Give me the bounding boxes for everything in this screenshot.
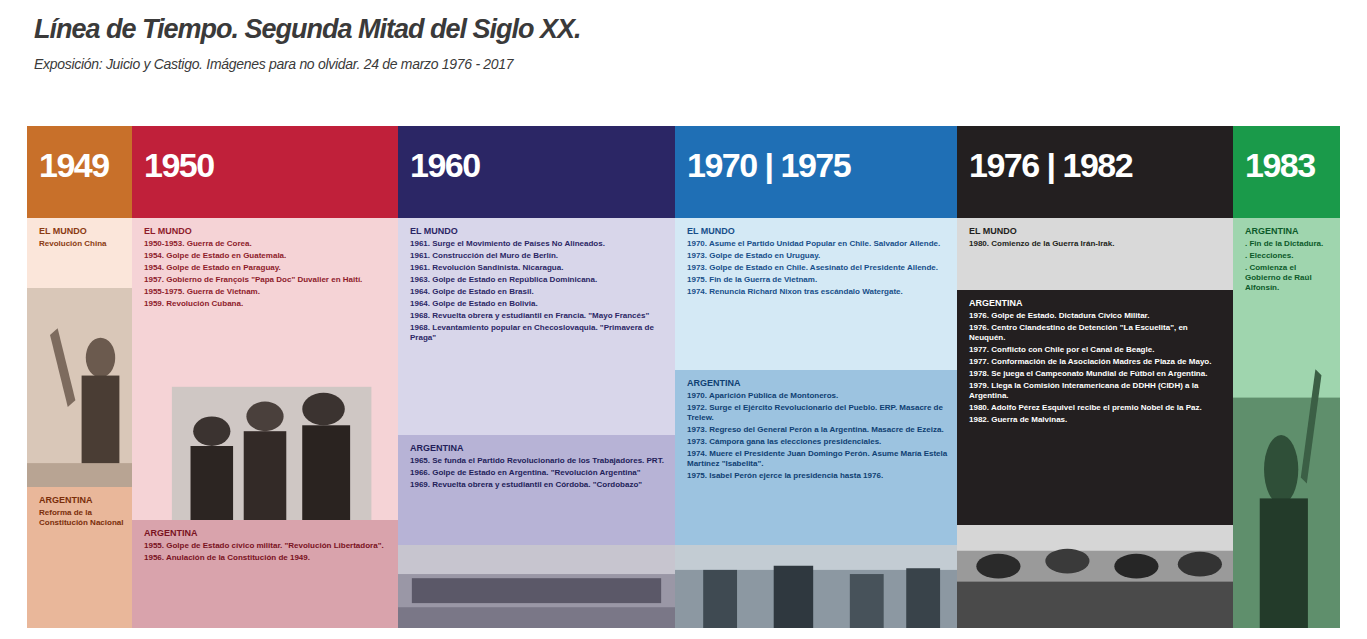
event-item: 1973. Cámpora gana las elecciones presid… (687, 437, 949, 447)
events-section: EL MUNDO Revolución China (27, 218, 132, 288)
event-item: 1968. Revuelta obrera y estudiantil en F… (410, 311, 667, 321)
event-item: 1973. Golpe de Estado en Uruguay. (687, 251, 949, 261)
period-column: 1970 | 1975 EL MUNDO 1970. Asume el Partid… (675, 126, 957, 628)
event-item: 1954. Golpe de Estado en Paraguay. (144, 263, 390, 273)
archive-photo (675, 545, 957, 628)
year-header: 1950 (132, 126, 398, 218)
event-item: 1961. Construcción del Muro de Berlín. (410, 251, 667, 261)
archive-photo (132, 372, 398, 520)
events-section: ARGENTINA . Fin de la Dictadura. . Eleccio… (1233, 218, 1340, 340)
event-item: . Elecciones. (1245, 251, 1332, 261)
events-section: ARGENTINA 1970. Aparición Pública de Mont… (675, 370, 957, 545)
section-heading: ARGENTINA (969, 298, 1225, 308)
event-item: . Fin de la Dictadura. (1245, 239, 1332, 249)
archive-photo (27, 288, 132, 487)
event-item: 1964. Golpe de Estado en Brasil. (410, 287, 667, 297)
section-heading: ARGENTINA (1245, 226, 1332, 236)
event-item: 1950-1953. Guerra de Corea. (144, 239, 390, 249)
event-item: 1982. Guerra de Malvinas. (969, 415, 1225, 425)
year-header: 1983 (1233, 126, 1340, 218)
event-item: 1974. Renuncia Richard Nixon tras escánd… (687, 287, 949, 297)
archive-photo (1233, 340, 1340, 628)
section-heading: EL MUNDO (410, 226, 667, 236)
period-column: 1950 EL MUNDO 1950-1953. Guerra de Corea. 1… (132, 126, 398, 628)
year-header: 1960 (398, 126, 675, 218)
archive-photo (398, 545, 675, 628)
section-heading: EL MUNDO (144, 226, 390, 236)
period-column: 1949 EL MUNDO Revolución ChinaARGENTINA Ref… (27, 126, 132, 628)
event-item: 1955. Golpe de Estado cívico militar. "R… (144, 541, 390, 551)
event-item: 1954. Golpe de Estado en Guatemala. (144, 251, 390, 261)
event-item: 1977. Conformación de la Asociación Madr… (969, 357, 1225, 367)
event-item: 1979. Llega la Comisión Interamericana d… (969, 381, 1225, 401)
event-item: Revolución China (39, 239, 124, 249)
event-item: 1973. Golpe de Estado en Chile. Asesinat… (687, 263, 949, 273)
event-item: 1957. Gobierno de François "Papa Doc" Du… (144, 275, 390, 285)
event-item: 1964. Golpe de Estado en Bolivia. (410, 299, 667, 309)
event-item: 1956. Anulación de la Constitución de 19… (144, 553, 390, 563)
event-item: 1970. Aparición Pública de Montoneros. (687, 391, 949, 401)
event-item: 1961. Surge el Movimiento de Países No A… (410, 239, 667, 249)
section-heading: ARGENTINA (687, 378, 949, 388)
event-item: 1955-1975. Guerra de Vietnam. (144, 287, 390, 297)
period-column: 1983ARGENTINA . Fin de la Dictadura. . Ele… (1233, 126, 1340, 628)
page-caption: Exposición: Juicio y Castigo. Imágenes p… (34, 56, 513, 72)
events-section: EL MUNDO 1980. Comienzo de la Guerra Irán… (957, 218, 1233, 290)
events-section: EL MUNDO 1970. Asume el Partido Unidad Po… (675, 218, 957, 370)
section-heading: ARGENTINA (410, 443, 667, 453)
event-item: 1977. Conflicto con Chile por el Canal d… (969, 345, 1225, 355)
events-section: EL MUNDO 1950-1953. Guerra de Corea. 1954.… (132, 218, 398, 372)
event-item: 1976. Golpe de Estado. Dictadura Cívico … (969, 311, 1225, 321)
events-section: ARGENTINA 1965. Se funda el Partido Revol… (398, 435, 675, 545)
event-item: 1963. Golpe de Estado en República Domin… (410, 275, 667, 285)
section-heading: ARGENTINA (144, 528, 390, 538)
year-header: 1976 | 1982 (957, 126, 1233, 218)
event-item: 1980. Adolfo Pérez Esquivel recibe el pr… (969, 403, 1225, 413)
archive-photo (957, 525, 1233, 628)
year-header: 1970 | 1975 (675, 126, 957, 218)
event-item: Reforma de la Constitución Nacional (39, 508, 124, 528)
event-item: 1969. Revuelta obrera y estudiantil en C… (410, 480, 667, 490)
events-section: ARGENTINA Reforma de la Constitución Naci… (27, 487, 132, 628)
event-item: 1959. Revolución Cubana. (144, 299, 390, 309)
year-header: 1949 (27, 126, 132, 218)
event-item: 1970. Asume el Partido Unidad Popular en… (687, 239, 949, 249)
events-section: ARGENTINA 1955. Golpe de Estado cívico mi… (132, 520, 398, 628)
event-item: 1978. Se juega el Campeonato Mundial de … (969, 369, 1225, 379)
event-item: 1975. Fin de la Guerra de Vietnam. (687, 275, 949, 285)
event-item: 1965. Se funda el Partido Revolucionario… (410, 456, 667, 466)
event-item: 1980. Comienzo de la Guerra Irán-Irak. (969, 239, 1225, 249)
section-heading: EL MUNDO (39, 226, 124, 236)
section-heading: EL MUNDO (687, 226, 949, 236)
event-item: 1975. Isabel Perón ejerce la presidencia… (687, 471, 949, 481)
event-item: 1976. Centro Clandestino de Detención "L… (969, 323, 1225, 343)
events-section: EL MUNDO 1961. Surge el Movimiento de Paí… (398, 218, 675, 435)
page-title: Línea de Tiempo. Segunda Mitad del Siglo… (34, 14, 581, 45)
event-item: 1961. Revolución Sandinista. Nicaragua. (410, 263, 667, 273)
event-item: 1972. Surge el Ejército Revolucionario d… (687, 403, 949, 423)
section-heading: ARGENTINA (39, 495, 124, 505)
section-heading: EL MUNDO (969, 226, 1225, 236)
event-item: 1973. Regreso del General Perón a la Arg… (687, 425, 949, 435)
period-column: 1976 | 1982 EL MUNDO 1980. Comienzo de la … (957, 126, 1233, 628)
event-item: 1974. Muere el Presidente Juan Domingo P… (687, 449, 949, 469)
event-item: 1966. Golpe de Estado en Argentina. "Rev… (410, 468, 667, 478)
event-item: 1968. Levantamiento popular en Checoslov… (410, 323, 667, 343)
events-section: ARGENTINA 1976. Golpe de Estado. Dictadur… (957, 290, 1233, 525)
event-item: . Comienza el Gobierno de Raúl Alfonsín. (1245, 263, 1332, 293)
period-column: 1960 EL MUNDO 1961. Surge el Movimiento de… (398, 126, 675, 628)
